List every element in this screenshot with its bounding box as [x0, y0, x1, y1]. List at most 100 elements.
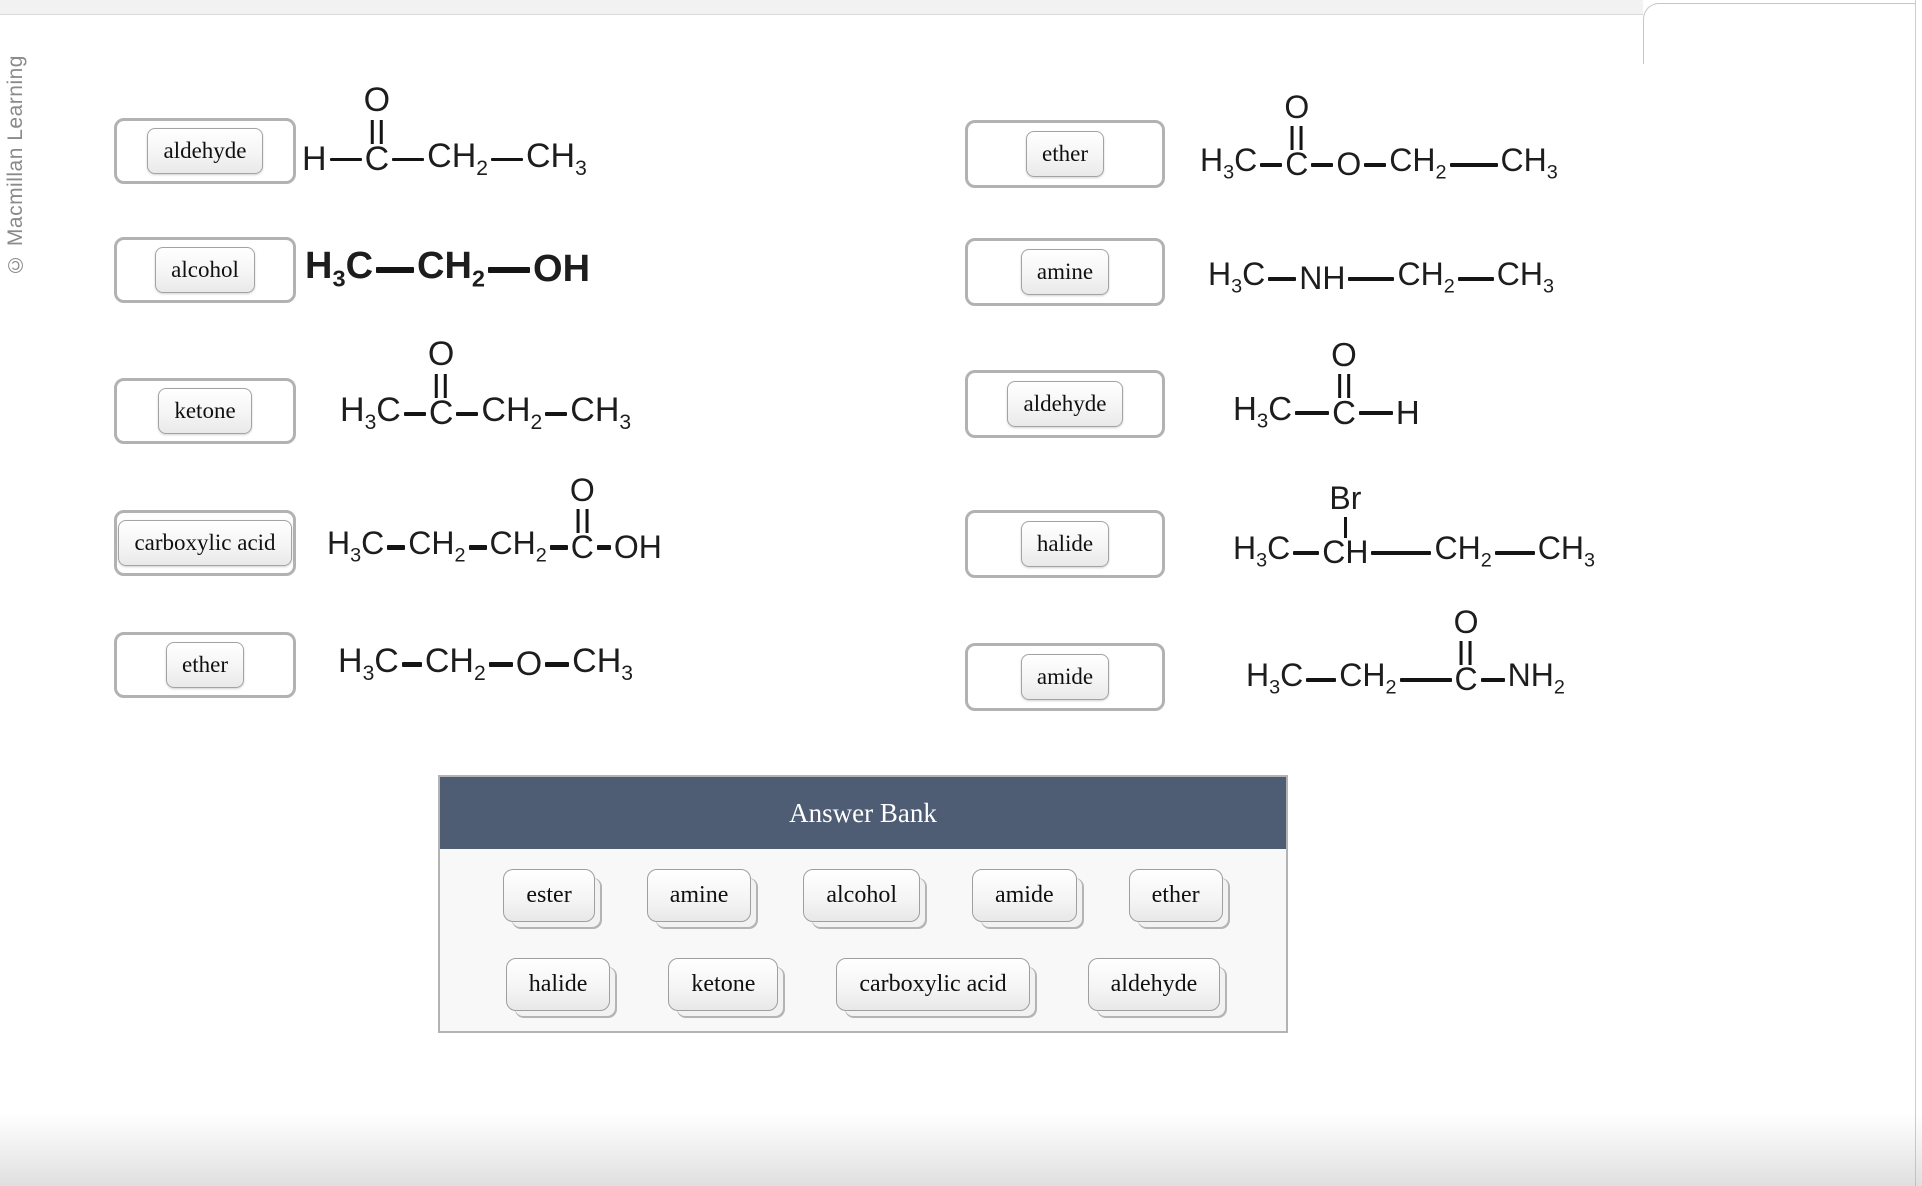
dropped-answer-chip[interactable]: aldehyde [147, 128, 263, 174]
single-bond [1480, 677, 1505, 682]
formula-text: CH2 [1389, 142, 1447, 184]
top-atom: O [1453, 603, 1479, 640]
dropped-answer-chip[interactable]: amine [1020, 249, 1110, 295]
bank-chip-halide[interactable]: halide [505, 958, 611, 1011]
dropped-answer-chip[interactable]: carboxylic acid [118, 520, 292, 566]
formula-text: H [302, 139, 327, 178]
adjacent-panel-corner [1643, 3, 1916, 64]
dropzone-right-2[interactable]: amine [965, 238, 1165, 306]
single-bond [1358, 411, 1393, 416]
dropped-answer-chip[interactable]: aldehyde [1007, 381, 1123, 427]
above-group: O [428, 337, 454, 398]
dropped-answer-chip[interactable]: ether [166, 642, 244, 688]
formula-text: CH2 [1434, 530, 1492, 572]
dropped-answer-chip[interactable]: alcohol [155, 247, 255, 293]
bank-chip-amide[interactable]: amide [971, 869, 1077, 922]
formula-text: CH3 [1537, 530, 1595, 572]
single-bond [1399, 677, 1452, 682]
single-bond [456, 411, 479, 416]
formula-text: H [1395, 393, 1420, 431]
formula-text: CH2 [417, 245, 486, 292]
formula-text: H3C [1200, 142, 1258, 184]
formula-text: CH3 [1500, 142, 1558, 184]
bottom-fade [0, 1114, 1922, 1186]
double-bond-vertical [435, 373, 448, 398]
single-bond [1311, 162, 1334, 167]
dropped-answer-chip[interactable]: halide [1020, 521, 1110, 567]
dropzone-right-3[interactable]: aldehyde [965, 370, 1165, 438]
single-bond [488, 267, 531, 274]
formula-text: C [428, 393, 454, 432]
bank-chip-alcohol[interactable]: alcohol [803, 869, 920, 922]
answer-bank-row-1: ester amine alcohol amide ether [440, 869, 1286, 922]
single-bond [488, 662, 513, 668]
bank-chip-aldehyde[interactable]: aldehyde [1087, 958, 1221, 1011]
macmillan-watermark: © Macmillan Learning [4, 55, 27, 276]
above-group: O [364, 83, 390, 144]
formula-text: H3C [338, 642, 399, 685]
single-bond [1364, 162, 1387, 167]
answer-bank-row-2: halide ketone carboxylic acid aldehyde [440, 958, 1286, 1011]
formula-text: H3C [305, 245, 374, 292]
single-bond [1457, 276, 1494, 281]
formula-text: O [1336, 145, 1362, 182]
single-bond [1449, 162, 1498, 167]
formula-text: NH2 [1507, 657, 1565, 699]
dropzone-left-3[interactable]: ketone [114, 378, 296, 444]
above-group: O [1331, 338, 1357, 398]
dropped-answer-chip[interactable]: ketone [158, 388, 252, 434]
formula-text: CH2 [481, 391, 543, 434]
single-bond [549, 545, 568, 551]
top-atom: O [363, 80, 391, 119]
single-bond [1293, 550, 1320, 555]
bank-chip-amine[interactable]: amine [646, 869, 752, 922]
formula-text: CH3 [1496, 256, 1554, 298]
single-bond [1260, 162, 1283, 167]
double-bond-vertical [1290, 125, 1303, 150]
top-atom: O [427, 334, 455, 373]
bank-chip-ether[interactable]: ether [1128, 869, 1223, 922]
formula-text: H3C [1233, 530, 1291, 572]
dropzone-right-4[interactable]: halide [965, 510, 1165, 578]
formula-text: CH2 [424, 642, 486, 685]
single-bond [329, 158, 362, 162]
formula-text: H3C [1233, 390, 1293, 433]
bank-chip-carboxylic-acid[interactable]: carboxylic acid [836, 958, 1030, 1011]
dropped-answer-chip[interactable]: ether [1026, 131, 1104, 177]
formula-text: C [1285, 145, 1309, 182]
above-group: Br [1329, 482, 1361, 538]
single-bond [1268, 276, 1297, 281]
single-bond [387, 545, 406, 551]
formula-text: CH3 [525, 137, 587, 180]
dropped-answer-chip[interactable]: amide [1020, 654, 1110, 700]
formula-text: H3C [1208, 256, 1266, 298]
single-bond [392, 158, 425, 162]
formula-text: CH2 [408, 525, 466, 567]
formula-text: OH [533, 248, 591, 291]
bank-chip-ester[interactable]: ester [503, 869, 595, 922]
formula-text: CH2 [427, 137, 488, 180]
dropzone-left-1[interactable]: aldehyde [114, 118, 296, 184]
dropzone-left-4[interactable]: carboxylic acid [114, 510, 296, 576]
dropzone-left-5[interactable]: ether [114, 632, 296, 698]
formula-text: CH2 [1397, 256, 1455, 298]
dropzone-left-2[interactable]: alcohol [114, 237, 296, 303]
formula-text: CH [1322, 533, 1369, 570]
answer-bank-header: Answer Bank [440, 777, 1286, 849]
single-bond [1348, 276, 1395, 281]
double-bond-vertical [1337, 373, 1350, 398]
dropzone-right-5[interactable]: amide [965, 643, 1165, 711]
bank-chip-ketone[interactable]: ketone [668, 958, 779, 1011]
single-bond [1494, 550, 1535, 555]
dropzone-right-1[interactable]: ether [965, 120, 1165, 188]
single-bond [401, 662, 422, 668]
